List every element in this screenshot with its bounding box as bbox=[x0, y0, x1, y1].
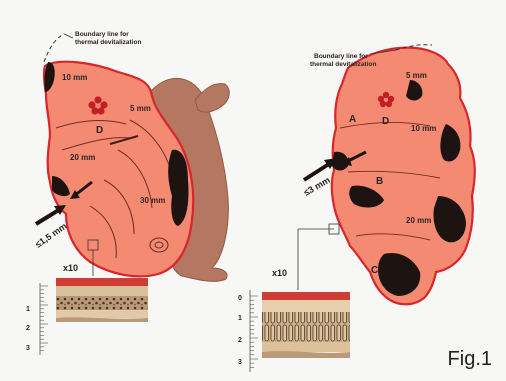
right-zone-a: A bbox=[349, 114, 356, 125]
right-boundary-label: thermal devitalization bbox=[310, 61, 376, 68]
right-zone-d: D bbox=[382, 116, 389, 127]
left-histology-strip bbox=[56, 278, 148, 322]
left-measure-10mm: 10 mm bbox=[62, 73, 87, 82]
left-boundary-line bbox=[44, 34, 64, 62]
figure-caption: Fig.1 bbox=[448, 348, 492, 371]
left-zone-d-label: D bbox=[96, 125, 103, 136]
right-measure-5mm: 5 mm bbox=[406, 71, 427, 80]
right-ruler-tick: 2 bbox=[238, 337, 242, 344]
right-measure-10mm: 10 mm bbox=[411, 124, 436, 133]
right-ruler-tick: 3 bbox=[238, 359, 242, 366]
right-measure-20mm: 20 mm bbox=[406, 216, 431, 225]
right-histology-strip bbox=[262, 292, 350, 358]
right-ruler bbox=[250, 290, 258, 372]
right-zone-c: C bbox=[371, 265, 378, 276]
left-ruler-tick: 2 bbox=[26, 325, 30, 332]
left-appendage bbox=[195, 84, 229, 112]
right-ruler-tick: 1 bbox=[238, 315, 242, 322]
left-measure-20mm: 20 mm bbox=[70, 153, 95, 162]
right-specimen: Boundary line for thermal devitalization… bbox=[238, 45, 475, 372]
left-ruler-tick: 1 bbox=[26, 306, 30, 313]
left-arrow-label: ≤1,5 mm bbox=[33, 221, 68, 250]
right-boundary-label: Boundary line for bbox=[314, 53, 368, 60]
left-measure-5mm: 5 mm bbox=[130, 104, 151, 113]
left-boundary-leader bbox=[64, 34, 73, 38]
left-boundary-label: thermal devitalization bbox=[75, 39, 141, 46]
right-magnification: x10 bbox=[272, 268, 287, 278]
left-magnification: x10 bbox=[63, 263, 78, 273]
left-measure-30mm: 30 mm bbox=[140, 196, 165, 205]
left-boundary-label: Boundary line for bbox=[75, 31, 129, 38]
right-ruler-tick: 0 bbox=[238, 295, 242, 302]
left-ruler-tick: 3 bbox=[26, 345, 30, 352]
right-zone-b: B bbox=[376, 176, 383, 187]
left-ruler bbox=[40, 283, 48, 355]
